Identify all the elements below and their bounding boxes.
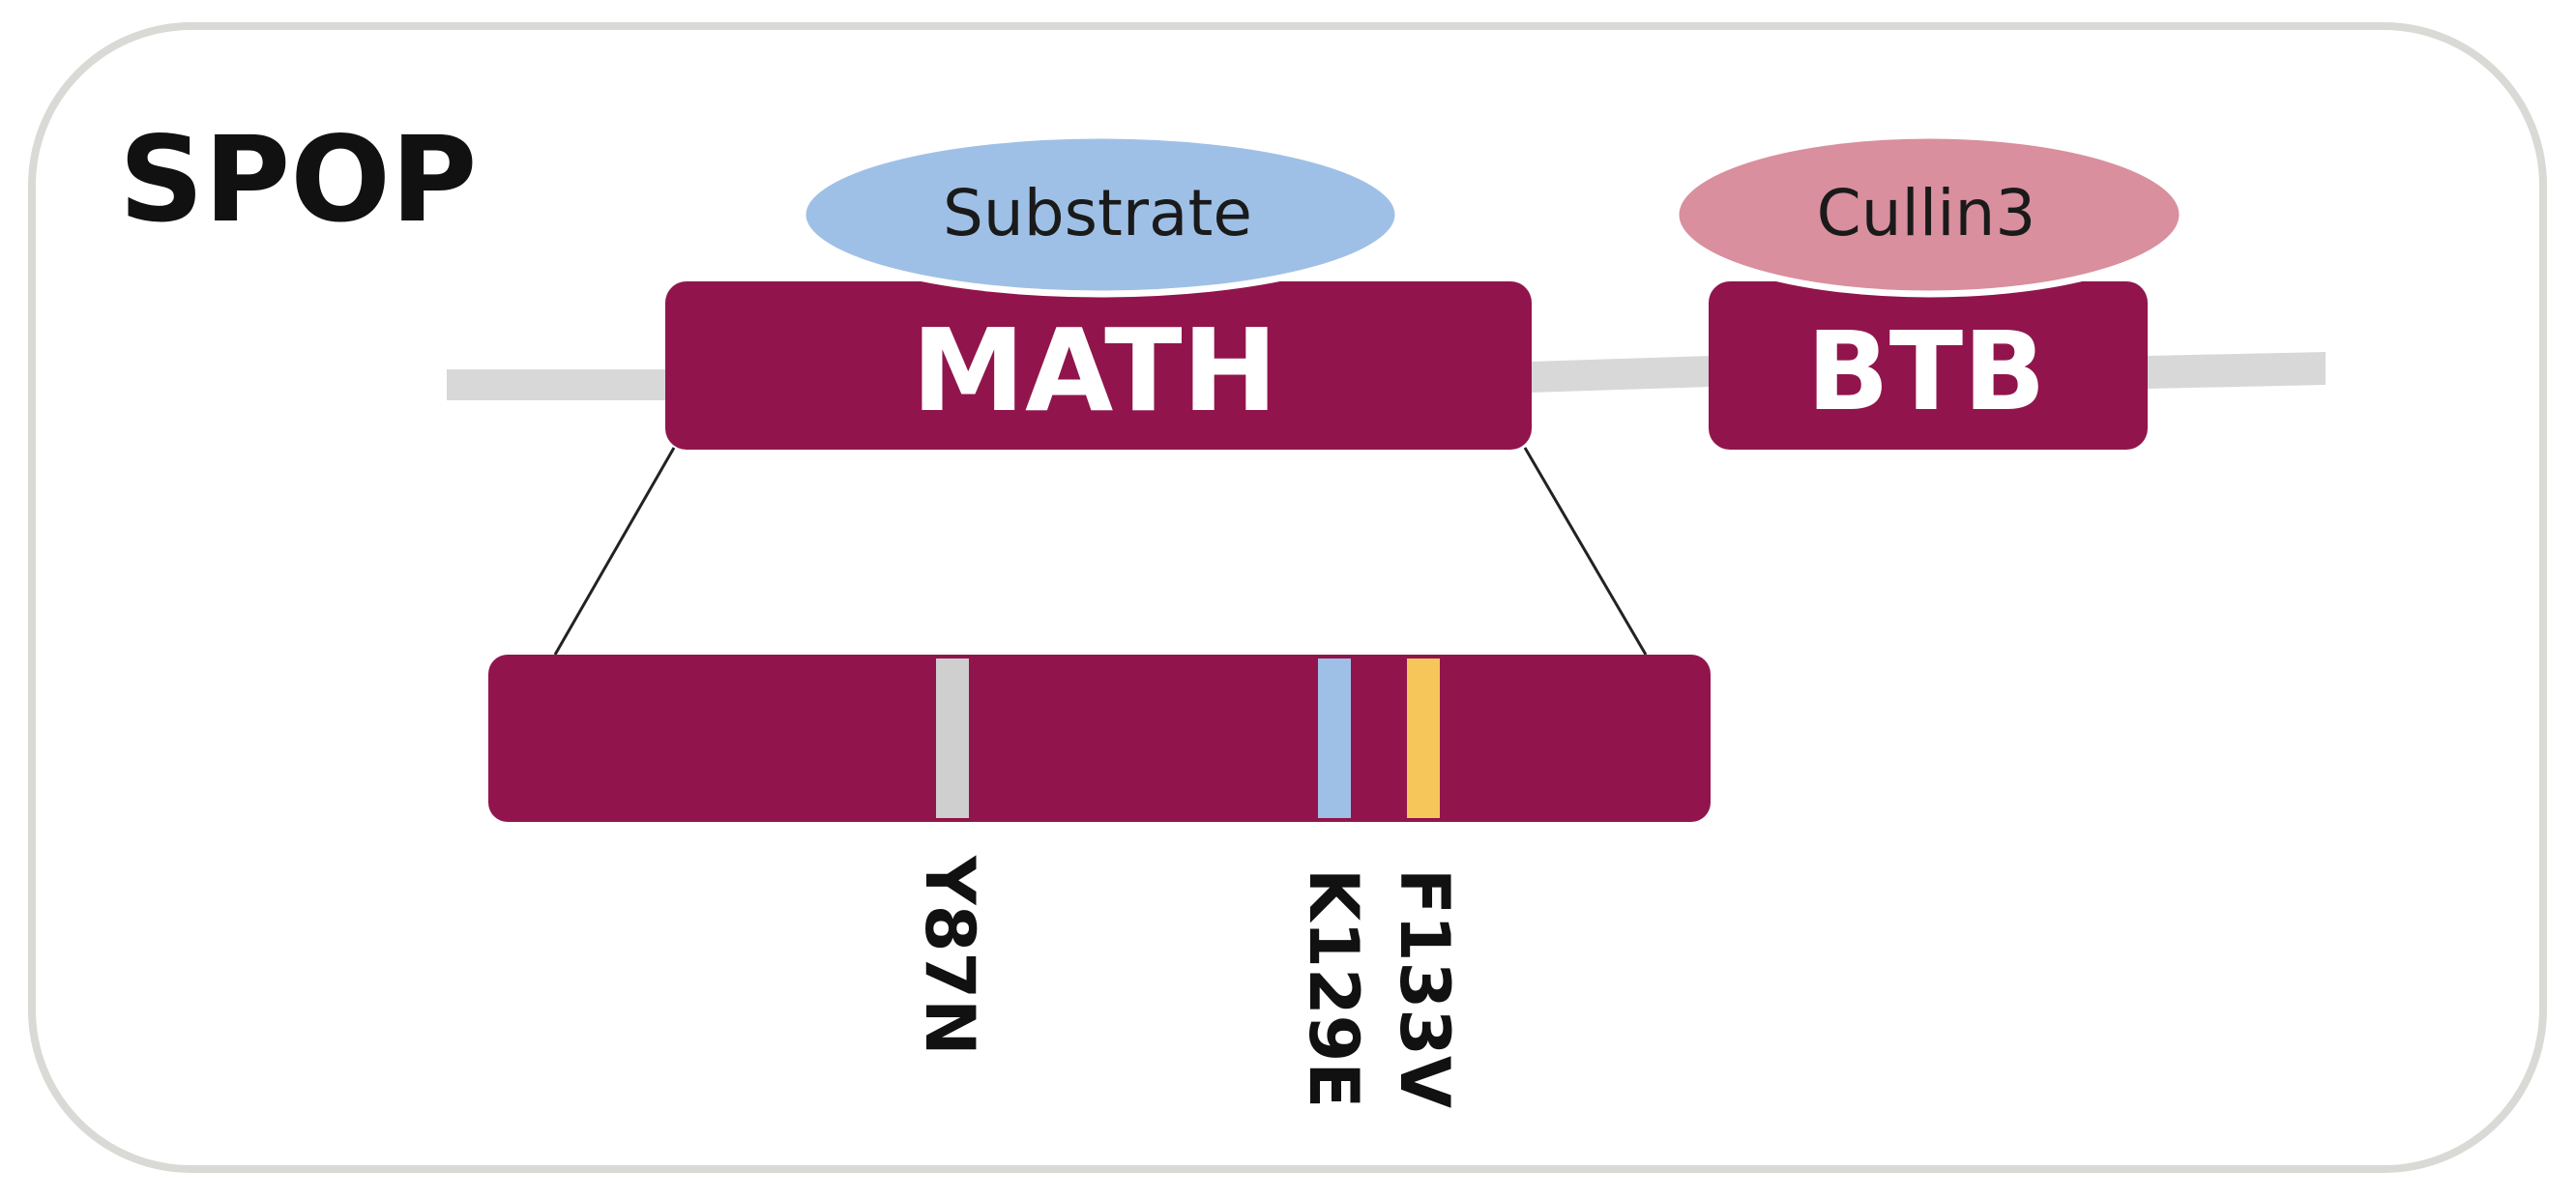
backbone-left (447, 369, 669, 400)
math-domain-label: MATH (912, 304, 1278, 437)
zoom-line-right (1523, 447, 1648, 656)
backbone-right (2147, 352, 2326, 389)
math-domain-expanded (488, 655, 1711, 822)
zoom-line-left (553, 447, 676, 656)
mutation-label-k129e: K129E (1294, 868, 1373, 1108)
math-domain (665, 281, 1532, 450)
substrate-partner (799, 132, 1402, 298)
btb-domain (1709, 281, 2148, 450)
mutation-stripe-y87n (936, 659, 969, 818)
mutation-label-y87n: Y87N (910, 855, 989, 1056)
backbone-middle (1530, 356, 1712, 393)
mutation-label-f133v: F133V (1385, 868, 1464, 1108)
cullin3-partner (1672, 132, 2186, 298)
mutation-stripe-f133v (1407, 659, 1440, 818)
cullin3-label: Cullin3 (1817, 176, 2036, 250)
mutation-stripe-k129e (1318, 659, 1351, 818)
btb-domain-label: BTB (1806, 309, 2045, 435)
substrate-label: Substrate (943, 176, 1252, 250)
protein-title: SPOP (119, 111, 477, 249)
